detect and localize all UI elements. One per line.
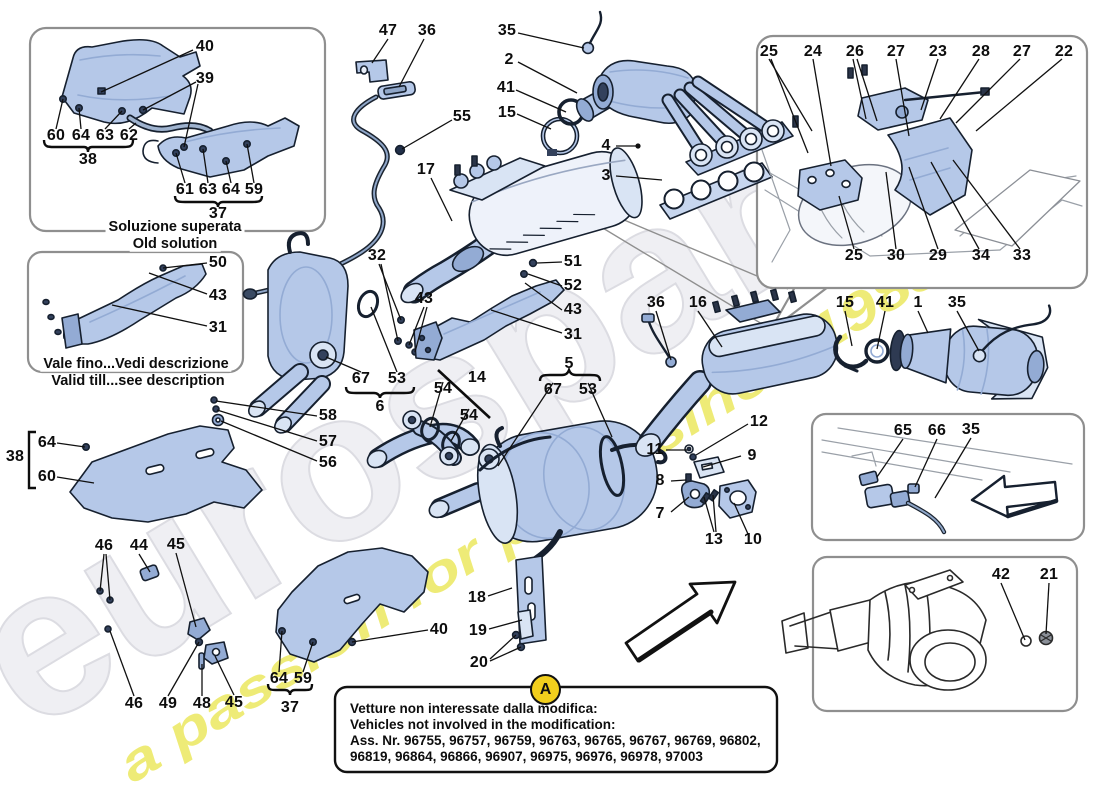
note-line-en: Vehicles not involved in the modificatio… bbox=[350, 717, 616, 732]
muffler-5 bbox=[428, 420, 668, 652]
manifold-gasket-3 bbox=[659, 161, 773, 220]
exhaust-mount-hardware bbox=[680, 444, 757, 519]
note-line-it: Vetture non interessate dalla modifica: bbox=[350, 701, 598, 716]
direction-arrow bbox=[624, 580, 737, 663]
sensor-36-target bbox=[665, 356, 677, 368]
group-braces bbox=[27, 139, 602, 696]
cable-clip-55 bbox=[394, 144, 406, 156]
catalyst-plug-inset-content bbox=[781, 569, 1054, 691]
muffler-17 bbox=[400, 147, 643, 304]
note-line-assembly-numbers-1: Ass. Nr. 96755, 96757, 96759, 96763, 967… bbox=[350, 733, 761, 748]
bracket-38 bbox=[27, 430, 36, 490]
catalytic-converter-1 bbox=[889, 304, 1052, 400]
sensor-35-top bbox=[581, 41, 595, 55]
clamp-53b-target bbox=[598, 435, 626, 497]
heat-shield-37-new bbox=[275, 547, 429, 663]
valid-till-heat-shield bbox=[42, 263, 207, 349]
clip-40-target bbox=[97, 87, 106, 95]
mounting-inset-content bbox=[761, 64, 1083, 263]
exhaust-manifold-assembly bbox=[581, 10, 794, 220]
sensor-cable-inset-content bbox=[821, 427, 1073, 535]
leader-lines bbox=[55, 32, 1063, 697]
heat-shield-60 bbox=[69, 396, 263, 523]
clamp-15-seal-41 bbox=[833, 334, 890, 373]
clamp-53-target bbox=[356, 289, 380, 319]
note-badge: A bbox=[530, 674, 561, 705]
note-line-assembly-numbers-2: 96819, 96864, 96866, 96907, 96975, 96976… bbox=[350, 749, 703, 764]
bracket-19-target bbox=[517, 609, 534, 640]
bracket-14-bar bbox=[437, 369, 491, 419]
old-heat-shield-front bbox=[58, 38, 214, 135]
muffler-6 bbox=[247, 231, 380, 434]
bolt-52-target bbox=[519, 269, 528, 278]
catalytic-converter-16 bbox=[635, 288, 839, 457]
block-arrow-northeast-icon bbox=[624, 580, 737, 663]
bolt-51-target bbox=[528, 258, 538, 268]
block-arrow-left-icon bbox=[970, 474, 1059, 519]
bypass-pipe-assembly bbox=[366, 410, 480, 469]
sensor-tip bbox=[242, 288, 258, 300]
sensor-35-target bbox=[972, 348, 987, 363]
old-heat-shield-rear bbox=[142, 117, 300, 178]
